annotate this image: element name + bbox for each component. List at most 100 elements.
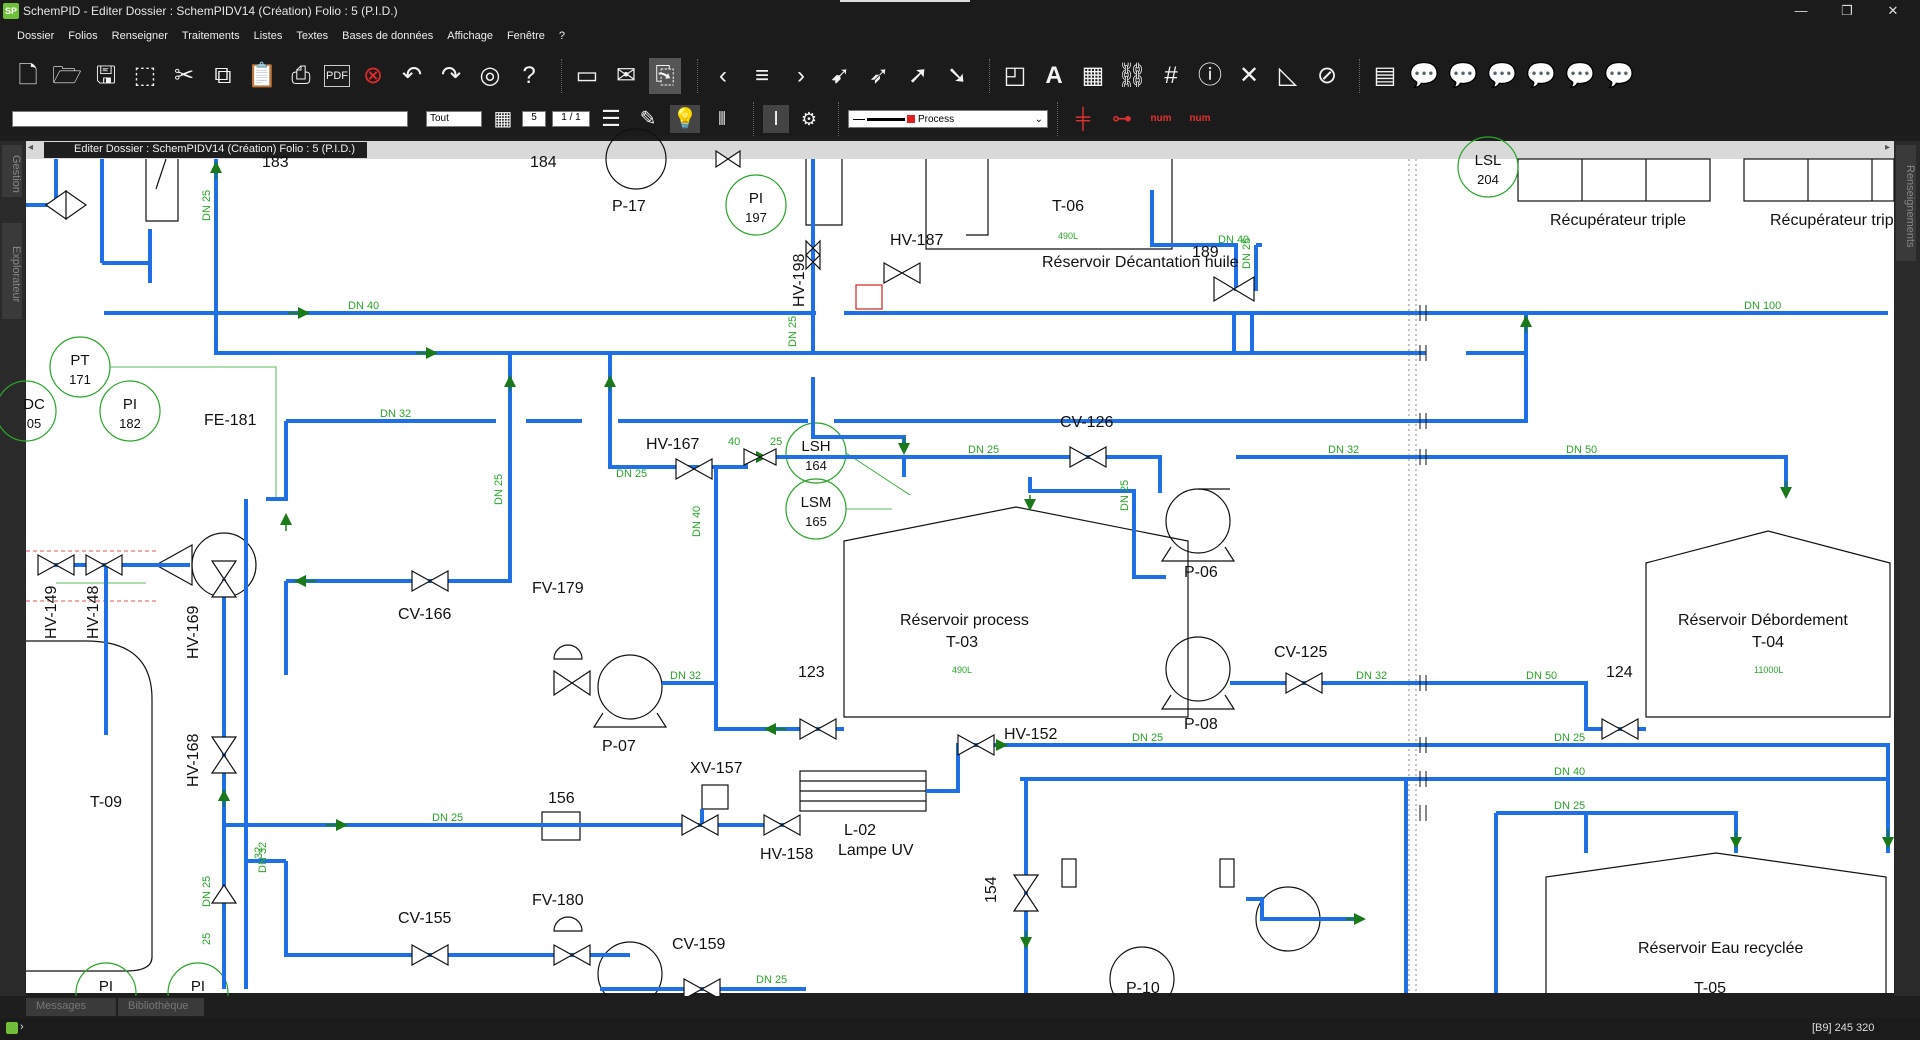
tab-gestion[interactable]: Gestion [2,145,22,197]
settings-icon[interactable]: ⚙ [800,109,818,129]
select-area-icon[interactable]: ⬚ [133,62,157,89]
list-icon[interactable]: ≡ [754,62,769,89]
pencil-icon[interactable]: ✎ [639,108,657,130]
dn-label: DN 25 [1241,238,1253,269]
maximize-button[interactable]: ❐ [1841,3,1853,18]
measure-icon[interactable]: ◺ [1278,62,1298,89]
numbering-icon[interactable]: num [1150,113,1172,124]
toolbar-separator [989,59,990,93]
menu-traitements[interactable]: Traitements [181,30,240,42]
undo-icon[interactable]: ↶ [401,62,423,89]
t06-volume: 490L [1058,231,1078,241]
label-fe181: FE-181 [204,412,257,429]
label-fv179: FV-179 [532,580,584,597]
previous-icon[interactable]: ‹ [719,62,727,89]
pointer-icon[interactable]: ➹ [829,62,851,89]
tab-scroll-left-icon[interactable]: ◂ [28,142,34,153]
label-124: 124 [1606,664,1633,681]
tab-messages[interactable]: Messages [26,998,116,1016]
close-button[interactable]: ✕ [1887,3,1899,18]
grid-hash-icon[interactable]: # [1164,62,1178,89]
instrument-pi197 [725,174,787,236]
menu-folios[interactable]: Folios [68,30,98,42]
menu-affichage[interactable]: Affichage [447,30,493,42]
library-icon[interactable]: ⫴ [718,109,726,129]
pdf-icon[interactable]: PDF [324,65,350,87]
menu-bases-de-donnees[interactable]: Bases de données [342,30,434,42]
status-arrow-icon: › [20,1021,24,1033]
label-cv126: CV-126 [1060,414,1113,431]
comment-link-icon[interactable]: 💬 [1448,62,1478,89]
tab-scroll-right-icon[interactable]: ▸ [1884,142,1890,153]
pointer-multi-icon[interactable]: ➘ [946,62,968,89]
save-icon[interactable]: 🖫 [95,62,117,89]
delete-icon[interactable]: ⊗ [362,62,384,89]
line-cut-icon[interactable]: ⊶ [1112,108,1132,130]
stop-icon[interactable]: ◎ [479,62,501,89]
dn-label: DN 40 [1554,766,1585,778]
command-input[interactable] [12,111,408,127]
calendar-icon[interactable]: ▦ [1081,62,1105,89]
redo-icon[interactable]: ↷ [440,62,462,89]
cross-icon[interactable]: ✕ [1238,62,1260,89]
mail-icon[interactable]: ✉ [615,62,637,89]
filter-select[interactable]: Tout [426,111,482,127]
line-type-select[interactable]: Process ⌄ [848,110,1048,128]
insert-break-icon[interactable]: ╪ [1075,108,1091,130]
comment-edit-icon[interactable]: 💬 [1526,62,1556,89]
label-t04-name: Réservoir Débordement [1678,612,1848,629]
dn-label: DN 25 [1554,732,1585,744]
link-icon[interactable]: ⛓ [1116,62,1148,89]
shapes-icon[interactable]: ◰ [1003,62,1027,89]
valve-cv166 [411,569,449,593]
cursor-bar-icon[interactable]: I [763,105,789,133]
menu-renseigner[interactable]: Renseigner [111,30,168,42]
comment-tag-icon[interactable]: 💬 [1565,62,1595,89]
print-icon[interactable]: ⎙ [291,62,311,89]
tab-renseignements[interactable]: Renseignements [1896,145,1916,261]
menu-listes[interactable]: Listes [253,30,283,42]
pump-p08 [1165,636,1231,702]
text-icon[interactable]: A [1045,62,1063,89]
minimize-button[interactable]: — [1794,3,1808,18]
next-icon[interactable]: › [797,62,805,89]
comment-check-icon[interactable]: 💬 [1604,62,1634,89]
cut-icon[interactable]: ✂ [173,62,195,89]
hide-icon[interactable]: ⊘ [1316,62,1338,89]
label-fv180: FV-180 [532,892,584,909]
paste-icon[interactable]: 📋 [247,62,277,89]
menu-help[interactable]: ? [558,30,565,42]
note-icon[interactable]: ▤ [1373,62,1397,89]
pointer-options-icon[interactable]: ➚ [907,62,929,89]
dn-label: DN 50 [1526,670,1557,682]
renumbering-icon[interactable]: num [1189,113,1211,124]
info-icon[interactable]: ⓘ [1198,62,1222,89]
export-icon[interactable]: ⎘ [649,58,681,94]
lightbulb-icon[interactable]: 💡 [670,105,700,133]
comment-flow-icon[interactable]: 💬 [1487,62,1517,89]
equipment-labels: 183 184 P-17 T-06 Réservoir Décantation … [43,154,1894,997]
tab-bibliotheque[interactable]: Bibliothèque [118,998,204,1016]
line-top-left [26,159,152,283]
open-folder-icon[interactable]: 🗁 [52,62,82,89]
line-weight-icon[interactable]: ☰ [601,106,621,131]
document-tab[interactable]: Editer Dossier : SchemPIDV14 (Création) … [44,142,368,158]
document-tab-bar: ◂ Editer Dossier : SchemPIDV14 (Création… [26,141,1894,159]
comment-icon[interactable]: 💬 [1409,62,1439,89]
page-number-input[interactable]: 5 [522,111,546,127]
dn-label: DN 25 [787,316,799,347]
new-file-icon[interactable]: 🗋 [18,62,38,89]
toolbar-separator [697,59,698,93]
label-hv169: HV-169 [185,606,202,659]
drawing-canvas[interactable]: 183 184 P-17 T-06 Réservoir Décantation … [0,128,1895,1024]
help-icon[interactable]: ? [522,62,536,89]
menu-textes[interactable]: Textes [296,30,329,42]
grid-icon[interactable]: ▦ [493,108,513,130]
menu-fenetre[interactable]: Fenêtre [506,30,545,42]
pointer-alt-icon[interactable]: ➶ [868,62,890,89]
copy-icon[interactable]: ⧉ [214,62,232,89]
tab-explorateur[interactable]: Explorateur [2,223,22,319]
lsl204-letters: LSL [1475,152,1502,169]
window-icon[interactable]: ▭ [575,62,599,89]
menu-dossier[interactable]: Dossier [17,30,55,42]
